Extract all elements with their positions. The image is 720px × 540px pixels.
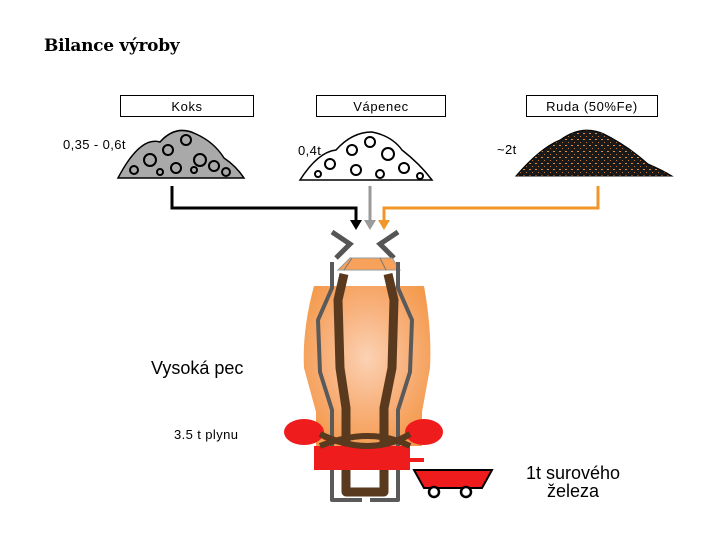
ore-amount: ~2t <box>497 142 517 157</box>
page-title: Bilance výroby <box>44 36 180 56</box>
furnace-top <box>330 229 400 260</box>
coke-pile-icon <box>116 129 246 179</box>
gas-label: 3.5 t plynu <box>174 427 239 442</box>
furnace-wall <box>316 262 414 502</box>
material-label-ore: Ruda (50%Fe) <box>526 95 658 117</box>
ore-pile-icon <box>514 129 674 177</box>
furnace-charge <box>336 257 401 271</box>
product-label-line2: železa <box>546 481 600 501</box>
product-label-line1: 1t surového <box>525 463 621 483</box>
ladle-cart-icon <box>412 469 494 499</box>
furnace-label: Vysoká pec <box>151 358 244 378</box>
limestone-arrow <box>364 186 376 230</box>
material-label-coke: Koks <box>120 95 254 117</box>
product-label: 1t surového železa <box>503 464 643 500</box>
molten-zone <box>284 419 443 470</box>
coke-arrow <box>170 186 362 230</box>
coke-amount: 0,35 - 0,6t <box>63 137 126 152</box>
limestone-pile-icon <box>298 131 434 181</box>
limestone-amount: 0,4t <box>298 143 322 158</box>
ore-arrow <box>378 186 600 230</box>
material-label-limestone: Vápenec <box>316 95 446 117</box>
furnace-lining <box>333 272 399 497</box>
